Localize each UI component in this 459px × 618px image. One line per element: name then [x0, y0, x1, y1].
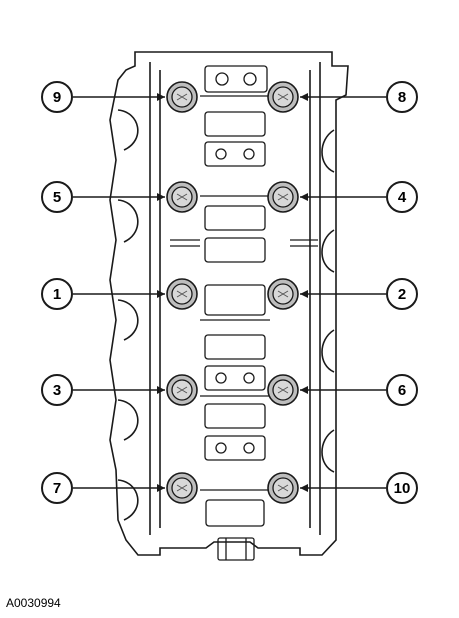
callout-label: 10 [394, 480, 411, 497]
callout-arrow [157, 93, 165, 101]
head-bolt-5 [166, 181, 198, 213]
head-bolt-8 [267, 81, 299, 113]
callout-arrow [300, 93, 308, 101]
callout-5: 5 [41, 181, 165, 213]
callout-8: 8 [300, 81, 418, 113]
callout-circle [41, 374, 73, 406]
callout-arrow [157, 386, 165, 394]
callout-label: 3 [53, 382, 61, 399]
callout-arrow [300, 193, 308, 201]
callout-arrow [300, 386, 308, 394]
head-bolt-2 [267, 278, 299, 310]
callout-circle [386, 181, 418, 213]
callout-label: 1 [53, 286, 61, 303]
callout-arrow [157, 193, 165, 201]
callout-circle [41, 81, 73, 113]
callout-1: 1 [41, 278, 165, 310]
bolt-socket [176, 193, 188, 201]
callout-4: 4 [300, 181, 418, 213]
figure-id: A0030994 [6, 596, 61, 610]
head-bolt-1 [166, 278, 198, 310]
callout-label: 4 [398, 189, 407, 206]
bolt-socket [176, 93, 188, 101]
callout-label: 8 [398, 89, 406, 106]
bolt-callouts: 9 8 5 4 1 2 3 6 7 10 [41, 81, 418, 504]
callout-label: 6 [398, 382, 406, 399]
head-bolt-3 [166, 374, 198, 406]
bolt-socket [277, 193, 289, 201]
head-bolt-7 [166, 472, 198, 504]
callout-2: 2 [300, 278, 418, 310]
callout-label: 5 [53, 189, 61, 206]
callout-arrow [157, 484, 165, 492]
callout-label: 9 [53, 89, 61, 106]
callout-7: 7 [41, 472, 165, 504]
bolt-socket [277, 290, 289, 298]
callout-arrow [300, 290, 308, 298]
bolt-socket [277, 484, 289, 492]
head-bolts [166, 81, 299, 504]
head-bolt-9 [166, 81, 198, 113]
cylinder-head-outline [109, 51, 349, 556]
head-bolt-10 [267, 472, 299, 504]
callout-arrow [157, 290, 165, 298]
callout-arrow [300, 484, 308, 492]
bolt-socket [176, 484, 188, 492]
head-bolt-6 [267, 374, 299, 406]
callout-circle [386, 472, 418, 504]
callout-9: 9 [41, 81, 165, 113]
bolt-socket [176, 386, 188, 394]
callout-6: 6 [300, 374, 418, 406]
head-bolt-4 [267, 181, 299, 213]
bolt-socket [176, 290, 188, 298]
callout-circle [41, 278, 73, 310]
bolt-socket [277, 386, 289, 394]
callout-circle [386, 81, 418, 113]
callout-circle [386, 374, 418, 406]
callout-label: 2 [398, 286, 406, 303]
camshaft-journals [170, 65, 318, 561]
callout-label: 7 [53, 480, 61, 497]
bolt-socket [277, 93, 289, 101]
callout-circle [41, 472, 73, 504]
callout-circle [386, 278, 418, 310]
callout-3: 3 [41, 374, 165, 406]
callout-circle [41, 181, 73, 213]
callout-10: 10 [300, 472, 418, 504]
